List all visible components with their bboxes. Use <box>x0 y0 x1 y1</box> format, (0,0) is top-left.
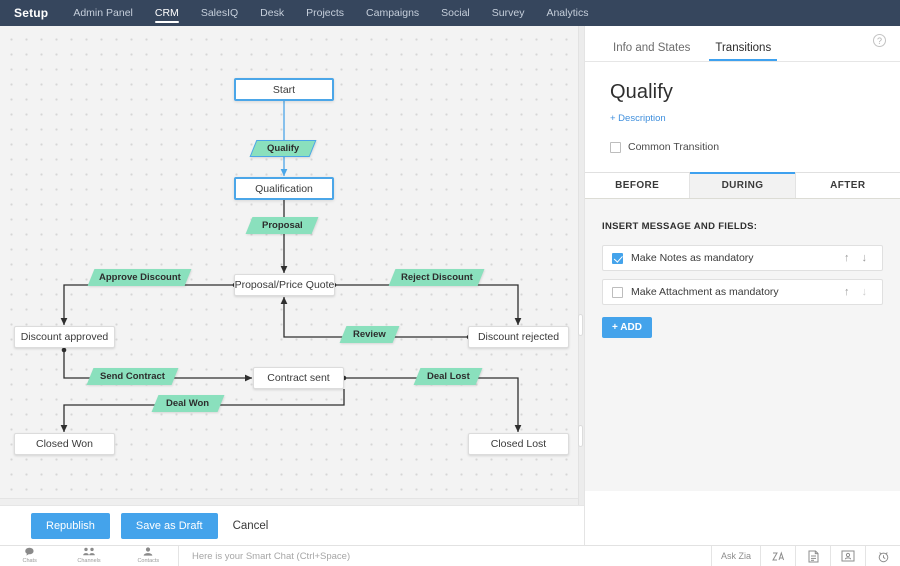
transition-label: Deal Won <box>166 398 210 409</box>
nav-item-social[interactable]: Social <box>441 7 470 19</box>
smart-chat-input[interactable]: Here is your Smart Chat (Ctrl+Space) <box>192 550 351 562</box>
channels-icon <box>83 547 95 558</box>
top-navigation-bar: Setup Admin Panel CRM SalesIQ Desk Projects C… <box>0 0 900 26</box>
contacts-icon <box>143 547 153 558</box>
top-nav-items: Admin Panel CRM SalesIQ Desk Projects Campaig… <box>62 0 599 26</box>
zia-icon[interactable] <box>760 545 795 566</box>
transition-label: Review <box>353 329 386 340</box>
flow-node-qualif[interactable]: Qualification <box>234 177 334 200</box>
save-as-draft-button[interactable]: Save as Draft <box>120 512 218 539</box>
flow-transition-t-review[interactable]: Review <box>339 326 400 343</box>
nav-item-salesiq[interactable]: SalesIQ <box>200 7 239 19</box>
footer-item-label: Contacts <box>137 558 160 564</box>
reminder-clock-icon[interactable] <box>865 545 900 566</box>
insert-fields-heading: INSERT MESSAGE AND FIELDS: <box>602 221 758 232</box>
ask-zia-button[interactable]: Ask Zia <box>710 545 760 566</box>
field-rows: Make Notes as mandatory↑↓Make Attachment… <box>602 245 883 305</box>
footer-chats[interactable]: Chats <box>0 547 59 565</box>
right-panel: ? Info and States Transitions Qualify + D… <box>584 26 900 545</box>
phase-tab-during[interactable]: DURING <box>690 172 796 198</box>
flow-node-cwon[interactable]: Closed Won <box>14 433 115 455</box>
flow-node-drej[interactable]: Discount rejected <box>468 326 569 348</box>
panel-tab-transitions[interactable]: Transitions <box>709 42 778 61</box>
common-transition-checkbox[interactable] <box>610 141 621 153</box>
flow-transition-t-qualify[interactable]: Qualify <box>249 140 317 157</box>
flow-transition-t-proposal[interactable]: Proposal <box>245 217 319 234</box>
move-up-icon[interactable]: ↑ <box>844 285 850 298</box>
right-panel-body: Qualify + Description Common Transition <box>585 62 900 153</box>
add-description-link[interactable]: + Description <box>610 113 666 124</box>
move-down-icon[interactable]: ↓ <box>861 251 868 264</box>
canvas-vertical-scrollbar-thumb-2[interactable] <box>578 425 583 447</box>
phase-tab-after[interactable]: AFTER <box>795 173 900 198</box>
nav-item-crm[interactable]: CRM <box>144 0 190 26</box>
footer-item-label: Chats <box>22 558 37 564</box>
field-row[interactable]: Make Notes as mandatory ↑ ↓ <box>602 245 883 271</box>
setup-brand-label[interactable]: Setup <box>14 6 49 20</box>
footer-bar: Chats Channels Contacts Here is your Smart… <box>0 545 900 566</box>
flow-node-quote[interactable]: Proposal/Price Quote <box>234 274 335 296</box>
footer-right-icons: Ask Zia <box>710 545 900 566</box>
transition-label: Send Contract <box>100 371 165 382</box>
field-checkbox[interactable] <box>612 286 623 298</box>
nav-item-campaigns[interactable]: Campaigns <box>366 7 420 19</box>
field-checkbox[interactable] <box>612 252 623 264</box>
flow-node-start[interactable]: Start <box>234 78 334 101</box>
phase-tab-before[interactable]: BEFORE <box>585 173 691 198</box>
field-label: Make Notes as mandatory <box>631 252 754 264</box>
transition-title: Qualify <box>610 81 673 103</box>
footer-contacts[interactable]: Contacts <box>119 547 178 565</box>
add-field-button[interactable]: + ADD <box>602 317 652 338</box>
right-panel-tabs: ? Info and States Transitions <box>585 26 900 62</box>
footer-item-label: Channels <box>77 558 101 564</box>
footer-left-items: Chats Channels Contacts <box>0 546 178 566</box>
transition-label: Proposal <box>261 220 303 231</box>
nav-item-desk[interactable]: Desk <box>260 7 285 19</box>
nav-item-survey[interactable]: Survey <box>491 7 525 19</box>
common-transition-row[interactable]: Common Transition <box>610 141 875 153</box>
action-bar: Republish Save as Draft Cancel <box>0 505 584 545</box>
flow-transition-t-appdisc[interactable]: Approve Discount <box>87 269 192 286</box>
flow-transition-t-dealwon[interactable]: Deal Won <box>151 395 225 412</box>
insert-fields-area: INSERT MESSAGE AND FIELDS: Make Notes as… <box>585 199 900 491</box>
flow-node-clost[interactable]: Closed Lost <box>468 433 569 455</box>
cancel-button[interactable]: Cancel <box>229 514 273 538</box>
footer-channels[interactable]: Channels <box>59 547 118 565</box>
canvas-right-edge <box>578 26 584 505</box>
common-transition-label: Common Transition <box>628 141 720 153</box>
flow-transition-t-rejdisc[interactable]: Reject Discount <box>388 269 485 286</box>
nav-item-analytics[interactable]: Analytics <box>546 7 589 19</box>
contact-card-icon[interactable] <box>830 545 865 566</box>
move-up-icon[interactable]: ↑ <box>844 251 850 264</box>
chat-icon <box>24 547 35 558</box>
transition-label: Reject Discount <box>400 272 473 283</box>
transition-label: Qualify <box>266 143 300 154</box>
footer-divider <box>178 545 179 566</box>
transition-label: Approve Discount <box>98 272 181 283</box>
flow-transition-t-sendctr[interactable]: Send Contract <box>86 368 179 385</box>
flow-transition-t-deallost[interactable]: Deal Lost <box>413 368 483 385</box>
flow-node-dappr[interactable]: Discount approved <box>14 326 115 348</box>
transition-label: Deal Lost <box>426 371 470 382</box>
republish-button[interactable]: Republish <box>31 512 110 539</box>
nav-item-admin-panel[interactable]: Admin Panel <box>73 7 133 19</box>
flow-node-csent[interactable]: Contract sent <box>253 367 344 389</box>
nav-item-projects[interactable]: Projects <box>306 7 345 19</box>
field-row[interactable]: Make Attachment as mandatory ↑ ↓ <box>602 279 883 305</box>
canvas-vertical-scrollbar-thumb-1[interactable] <box>578 314 583 336</box>
field-label: Make Attachment as mandatory <box>631 286 779 298</box>
notes-icon[interactable] <box>795 545 830 566</box>
move-down-icon[interactable]: ↓ <box>861 285 868 298</box>
panel-tab-info-and-states[interactable]: Info and States <box>613 42 691 54</box>
canvas-horizontal-scrollbar[interactable] <box>0 498 578 505</box>
help-icon[interactable]: ? <box>873 34 886 47</box>
